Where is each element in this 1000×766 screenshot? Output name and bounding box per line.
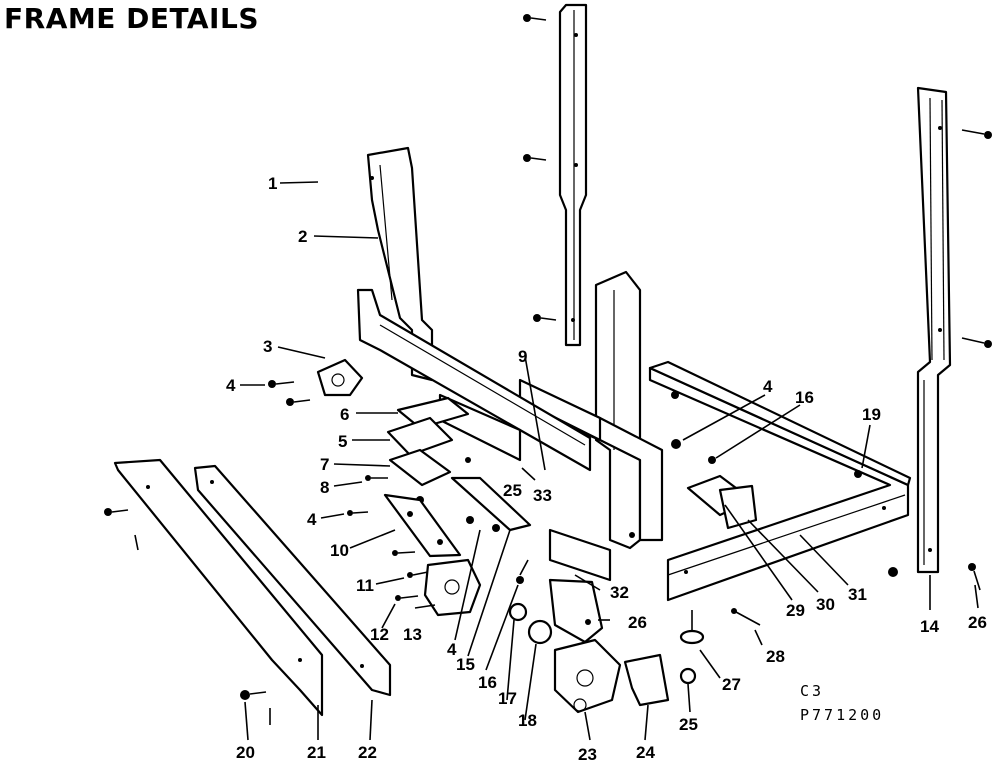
callouts: 1 2 3 4 6 5 7 8 4 10 11 12 13 4 15 16 17… [226, 174, 987, 764]
cross-bar [356, 288, 592, 472]
plate-6 [396, 396, 470, 430]
latch-assembly-23 [553, 638, 622, 714]
callout-17: 17 [498, 689, 517, 708]
screws-4-16-right [671, 439, 716, 464]
upright-strip-center [558, 3, 588, 347]
screw-28-lower [731, 608, 761, 626]
drawing-code-line1: C3 [800, 682, 824, 700]
callout-21: 21 [307, 743, 326, 762]
page-title: FRAME DETAILS [4, 2, 259, 35]
hinge-3 [316, 358, 364, 397]
callout-22: 22 [358, 743, 377, 762]
latch-13 [423, 558, 482, 617]
callout-24: 24 [636, 743, 655, 762]
base-frame-31 [648, 360, 912, 602]
nut-25 [679, 667, 697, 685]
screws-right [888, 129, 992, 591]
leader-lines [240, 181, 979, 741]
left-bracket-2 [366, 146, 434, 382]
callout-8: 8 [320, 478, 329, 497]
callout-23: 23 [578, 745, 597, 764]
callout-25-lower: 25 [679, 715, 698, 734]
screws-4-lower [347, 510, 500, 556]
callout-27: 27 [722, 675, 741, 694]
callout-9: 9 [518, 347, 527, 366]
kick-rail-21 [113, 458, 324, 717]
callout-18: 18 [518, 711, 537, 730]
kick-rail-22 [193, 464, 392, 697]
callout-16: 16 [478, 673, 497, 692]
callout-13: 13 [403, 625, 422, 644]
callout-20: 20 [236, 743, 255, 762]
callout-5: 5 [338, 432, 347, 451]
clip-24 [623, 653, 670, 707]
callout-10: 10 [330, 541, 349, 560]
callout-32: 32 [610, 583, 629, 602]
callout-16-b: 16 [795, 388, 814, 407]
callout-7: 7 [320, 455, 329, 474]
bracket-26 [548, 578, 604, 644]
callout-28-lower: 28 [766, 647, 785, 666]
callout-4-b: 4 [307, 510, 317, 529]
callout-26: 26 [628, 613, 647, 632]
callout-1: 1 [268, 174, 277, 193]
callout-26-b: 26 [968, 613, 987, 632]
washer-17 [508, 602, 528, 622]
callout-15: 15 [456, 655, 475, 674]
screws-11-12 [395, 571, 429, 601]
callout-30: 30 [816, 595, 835, 614]
callout-3: 3 [263, 337, 272, 356]
callout-19: 19 [862, 405, 881, 424]
rail-10 [383, 493, 462, 558]
screws-20 [104, 508, 271, 725]
screws-4 [268, 380, 311, 406]
callout-29: 29 [786, 601, 805, 620]
plate-5 [386, 416, 454, 457]
screws-8 [365, 475, 388, 481]
callout-4: 4 [226, 376, 236, 395]
knob-18 [527, 619, 553, 645]
leveler-27 [679, 610, 705, 645]
callout-6: 6 [340, 405, 349, 424]
side-strip-14 [916, 86, 952, 574]
callout-31: 31 [848, 585, 867, 604]
screw-16-center [516, 559, 529, 584]
callout-33: 33 [533, 486, 552, 505]
callout-4-d: 4 [763, 377, 773, 396]
callout-14: 14 [920, 617, 939, 636]
drawing-code-line2: P771200 [800, 706, 884, 724]
rail-15 [450, 476, 532, 532]
callout-12: 12 [370, 625, 389, 644]
rear-frame-assembly [518, 270, 664, 582]
callout-2: 2 [298, 227, 307, 246]
callout-25-upper: 25 [503, 481, 522, 500]
callout-11: 11 [356, 576, 374, 595]
screws-top-center [523, 14, 557, 322]
callout-4-c: 4 [447, 640, 457, 659]
hinge-29-30 [686, 474, 758, 530]
